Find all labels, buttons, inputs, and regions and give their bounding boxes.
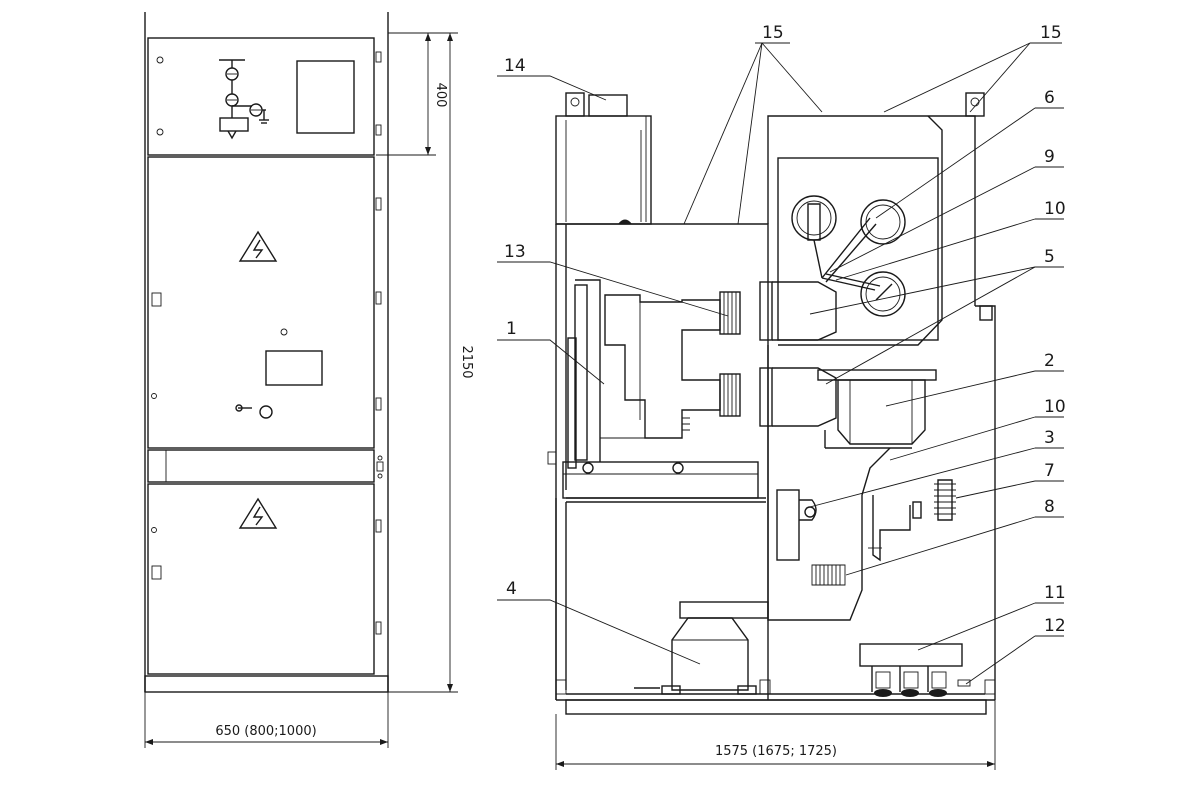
callout-4: 4 bbox=[506, 579, 517, 599]
callout-10-lower: 10 bbox=[1044, 397, 1066, 417]
single-line-mimic-diagram-icon bbox=[219, 59, 269, 140]
callout-14: 14 bbox=[504, 56, 526, 76]
lv-display-window bbox=[296, 60, 355, 134]
breaker-compartment-door bbox=[147, 156, 375, 449]
callout-15-left: 15 bbox=[762, 23, 784, 43]
front-height-dimension: 2150 bbox=[459, 345, 474, 378]
front-width-dimension: 650 (800;1000) bbox=[215, 724, 316, 739]
front-view: 650 (800;1000) 2150 400 bbox=[144, 12, 474, 748]
callout-6: 6 bbox=[1044, 88, 1055, 108]
callout-15-right: 15 bbox=[1040, 23, 1062, 43]
high-voltage-warning-icon bbox=[238, 230, 278, 262]
cable-compartment-door bbox=[147, 483, 375, 675]
callout-3: 3 bbox=[1044, 428, 1055, 448]
breaker-inspection-window bbox=[265, 350, 323, 386]
callout-13: 13 bbox=[504, 242, 526, 262]
callout-12: 12 bbox=[1044, 616, 1066, 636]
callout-8: 8 bbox=[1044, 497, 1055, 517]
top-section-dimension: 400 bbox=[433, 83, 448, 108]
side-view: 1575 (1675; 1725) bbox=[547, 92, 996, 770]
callout-9: 9 bbox=[1044, 147, 1055, 167]
callout-5: 5 bbox=[1044, 247, 1055, 267]
side-depth-dimension: 1575 (1675; 1725) bbox=[715, 744, 837, 759]
lv-cable-entry bbox=[588, 94, 628, 117]
callout-1: 1 bbox=[506, 319, 517, 339]
callout-7: 7 bbox=[1044, 461, 1055, 481]
callouts: 14 15 15 6 9 10 5 13 1 2 bbox=[497, 23, 1066, 685]
callout-11: 11 bbox=[1044, 583, 1066, 603]
high-voltage-warning-icon bbox=[238, 497, 278, 529]
callout-2: 2 bbox=[1044, 351, 1055, 371]
callout-10-upper: 10 bbox=[1044, 199, 1066, 219]
lv-compartment-door bbox=[147, 37, 375, 156]
